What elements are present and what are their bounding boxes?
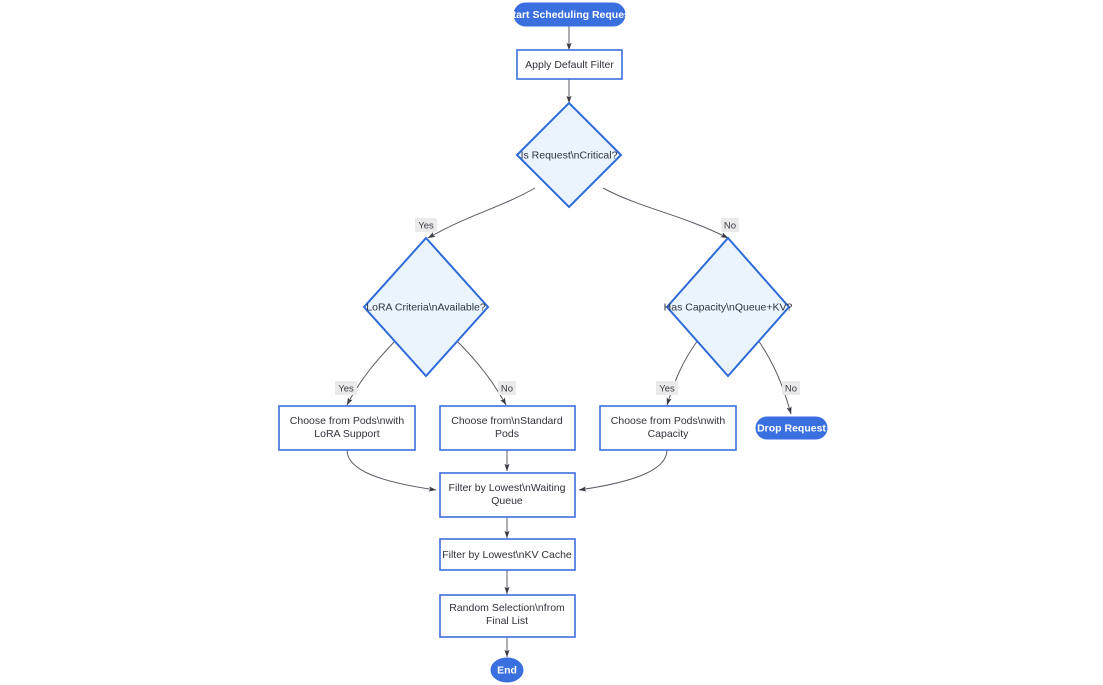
node-choose-standard-pods-label-line1: Choose from\nStandard xyxy=(451,415,563,427)
node-drop-request[interactable]: Drop Request xyxy=(755,416,828,440)
edge-label-text: No xyxy=(785,384,797,395)
edge-label-layer: Yes No Yes No Yes No xyxy=(335,218,800,395)
node-lora-criteria-available-shape[interactable] xyxy=(362,236,490,378)
node-random-selection[interactable]: Random Selection\nfrom Final List xyxy=(439,594,576,638)
edge-label-lora-criteria-no: No xyxy=(498,381,516,395)
edge-lora-criteria-to-pods-standard xyxy=(455,339,507,406)
node-start-label: Start Scheduling Request xyxy=(506,9,634,21)
edge-pods-capacity-to-filter-queue xyxy=(578,449,668,492)
edge-label-text: No xyxy=(501,384,513,395)
node-lora-criteria-available[interactable]: LoRA Criteria\nAvailable? xyxy=(362,236,490,378)
node-apply-default-filter[interactable]: Apply Default Filter xyxy=(516,49,623,80)
edge-is-critical-to-lora-criteria xyxy=(427,187,536,239)
node-has-capacity-label: Has Capacity\nQueue+KV? xyxy=(664,301,793,313)
edge-lora-criteria-to-pods-lora xyxy=(346,339,397,406)
edge-label-is-critical-yes: Yes xyxy=(415,218,437,232)
edge-has-capacity-to-pods-capacity xyxy=(666,339,699,406)
node-choose-pods-lora-shape[interactable] xyxy=(278,405,416,451)
node-end-label: End xyxy=(497,664,517,676)
node-apply-default-filter-shape[interactable] xyxy=(516,49,623,80)
node-choose-pods-capacity-shape[interactable] xyxy=(599,405,737,451)
node-choose-pods-lora-label-line2: LoRA Support xyxy=(314,428,379,440)
node-choose-standard-pods-shape[interactable] xyxy=(439,405,576,451)
edge-layer xyxy=(346,26,792,658)
node-random-selection-label-line2: Final List xyxy=(486,615,528,627)
node-choose-pods-capacity-label-line2: Capacity xyxy=(648,428,690,440)
node-filter-waiting-queue-shape[interactable] xyxy=(439,472,576,518)
node-filter-kv-cache-label: Filter by Lowest\nKV Cache xyxy=(442,549,572,561)
node-has-capacity-shape[interactable] xyxy=(665,236,791,378)
node-start-shape[interactable] xyxy=(513,2,626,27)
edge-label-text: No xyxy=(724,221,736,232)
node-drop-request-label: Drop Request xyxy=(757,422,826,434)
node-lora-criteria-available-label: LoRA Criteria\nAvailable? xyxy=(366,301,486,313)
node-filter-kv-cache-shape[interactable] xyxy=(439,538,576,571)
node-choose-pods-lora[interactable]: Choose from Pods\nwith LoRA Support xyxy=(278,405,416,451)
node-is-request-critical[interactable]: Is Request\nCritical? xyxy=(515,101,623,209)
node-start[interactable]: Start Scheduling Request xyxy=(506,2,634,27)
node-random-selection-shape[interactable] xyxy=(439,594,576,638)
node-choose-standard-pods-label-line2: Pods xyxy=(495,428,519,440)
edge-label-text: Yes xyxy=(418,221,434,232)
node-is-request-critical-label: Is Request\nCritical? xyxy=(521,149,618,161)
node-is-request-critical-shape[interactable] xyxy=(515,101,623,209)
node-filter-waiting-queue-label-line1: Filter by Lowest\nWaiting xyxy=(449,482,566,494)
node-end[interactable]: End xyxy=(490,657,524,683)
node-filter-waiting-queue-label-line2: Queue xyxy=(491,495,523,507)
edge-pods-lora-to-filter-queue xyxy=(346,449,437,492)
node-layer: Start Scheduling Request Apply Default F… xyxy=(278,2,828,683)
edge-label-lora-criteria-yes: Yes xyxy=(335,381,357,395)
edge-is-critical-to-has-capacity xyxy=(602,187,729,239)
node-filter-waiting-queue[interactable]: Filter by Lowest\nWaiting Queue xyxy=(439,472,576,518)
edge-label-text: Yes xyxy=(659,384,675,395)
node-choose-pods-capacity[interactable]: Choose from Pods\nwith Capacity xyxy=(599,405,737,451)
node-random-selection-label-line1: Random Selection\nfrom xyxy=(449,602,565,614)
edge-label-has-capacity-no: No xyxy=(782,381,800,395)
node-choose-standard-pods[interactable]: Choose from\nStandard Pods xyxy=(439,405,576,451)
edge-has-capacity-to-drop-request xyxy=(757,339,792,415)
node-end-shape[interactable] xyxy=(490,657,524,683)
edge-label-is-critical-no: No xyxy=(721,218,739,232)
edge-label-has-capacity-yes: Yes xyxy=(656,381,678,395)
node-choose-pods-capacity-label-line1: Choose from Pods\nwith xyxy=(611,415,726,427)
node-drop-request-shape[interactable] xyxy=(755,416,828,440)
node-filter-kv-cache[interactable]: Filter by Lowest\nKV Cache xyxy=(439,538,576,571)
node-choose-pods-lora-label-line1: Choose from Pods\nwith xyxy=(290,415,405,427)
edge-label-text: Yes xyxy=(338,384,354,395)
node-apply-default-filter-label: Apply Default Filter xyxy=(525,59,614,71)
node-has-capacity[interactable]: Has Capacity\nQueue+KV? xyxy=(664,236,793,378)
